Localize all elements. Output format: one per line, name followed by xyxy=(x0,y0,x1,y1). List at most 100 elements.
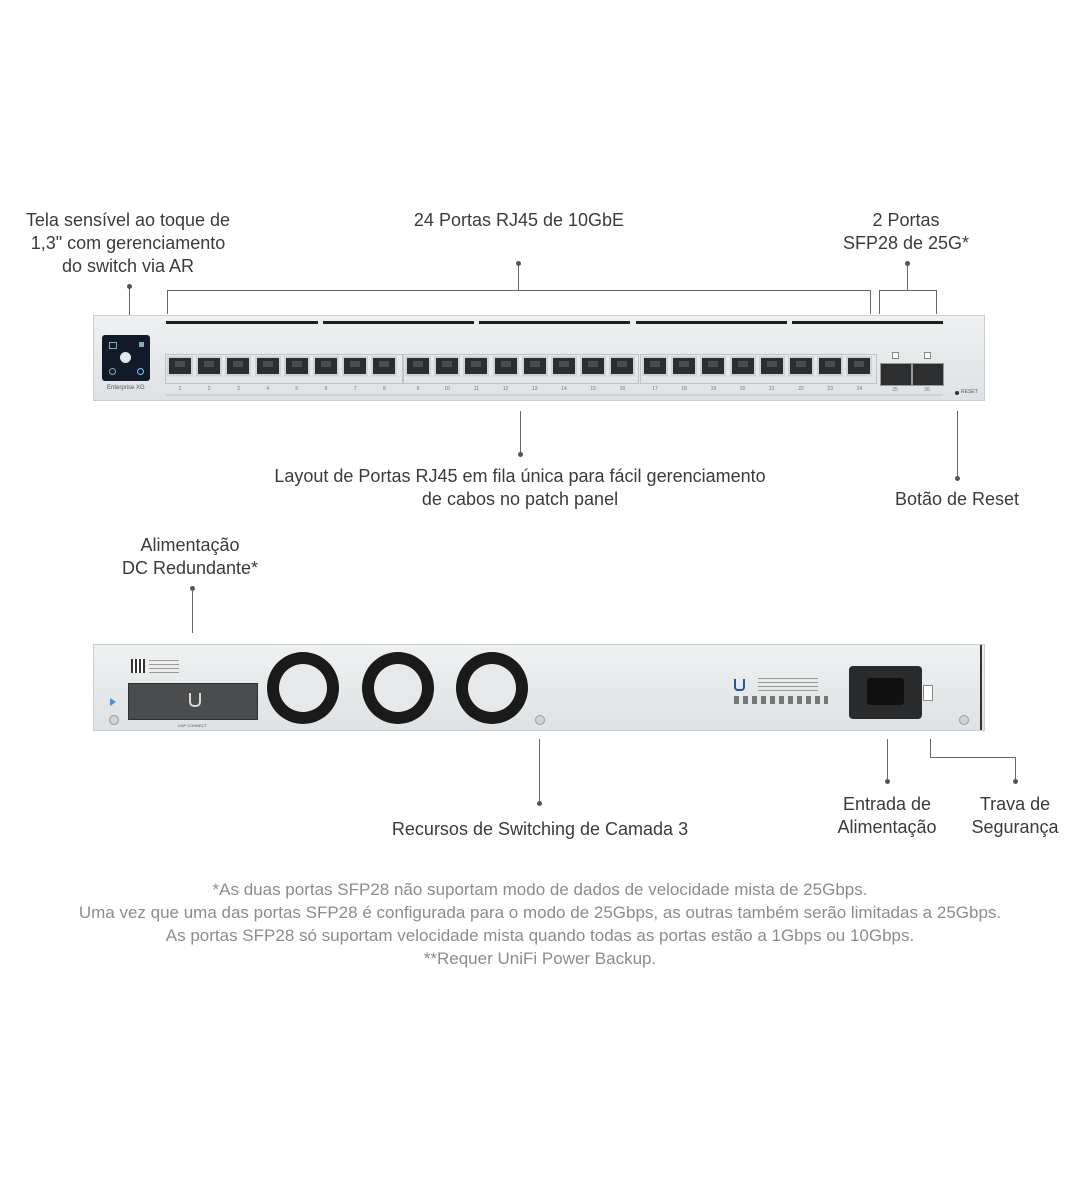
rj45-port-8[interactable] xyxy=(371,356,398,376)
touchscreen-label-line-1: Tela sensível ao toque de xyxy=(25,210,231,230)
rear-screw-left xyxy=(109,715,119,725)
rj45-port-2[interactable] xyxy=(196,356,223,376)
rear-screw-right xyxy=(959,715,969,725)
port-group-bar-1 xyxy=(166,321,318,324)
touchscreen-lock-icon xyxy=(139,342,144,347)
sfp-callout-line xyxy=(907,264,908,290)
rj45-port-19[interactable] xyxy=(700,356,727,376)
rear-spec-lines xyxy=(758,678,818,692)
rj45-port-13[interactable] xyxy=(521,356,548,376)
sfp-group-bar xyxy=(880,321,943,324)
rj45-port-3[interactable] xyxy=(225,356,252,376)
rj45-port-1[interactable] xyxy=(167,356,193,376)
touchscreen-app-icon xyxy=(109,342,117,349)
reset-button[interactable] xyxy=(955,391,959,395)
ubiquiti-logo-icon xyxy=(189,693,201,707)
rj45-port-11[interactable] xyxy=(463,356,490,376)
rj45-ports-label: 24 Portas RJ45 de 10GbE xyxy=(413,210,625,230)
rj45-port-number-10: 10 xyxy=(444,386,450,392)
rj45-port-24[interactable] xyxy=(846,356,873,376)
front-model-label: Enterprise XG xyxy=(107,385,145,391)
rj45-port-number-21: 21 xyxy=(769,386,775,392)
rj45-port-number-16: 16 xyxy=(619,386,626,392)
reset-callout-line xyxy=(957,411,958,478)
reset-text: RESET xyxy=(961,389,978,395)
dc-power-label: Alimentação DC Redundante* xyxy=(110,534,270,580)
rj45-port-number-24: 24 xyxy=(856,386,863,392)
dc-power-label-line-2: DC Redundante* xyxy=(121,558,259,578)
rj45-port-18[interactable] xyxy=(671,356,698,376)
rj45-port-7[interactable] xyxy=(342,356,369,376)
ac-power-inlet[interactable] xyxy=(849,666,922,719)
rj45-port-15[interactable] xyxy=(580,356,607,376)
rj45-port-21[interactable] xyxy=(758,356,785,376)
footnote-1: *As duas portas SFP28 não suportam modo … xyxy=(212,880,868,899)
touchscreen-settings-icon xyxy=(109,368,116,375)
rj45-port-number-18: 18 xyxy=(681,386,687,392)
sfp-bracket-right xyxy=(936,290,937,314)
touchscreen-callout-dot xyxy=(127,284,132,289)
fan-3 xyxy=(456,652,528,724)
sfp-number-26: 26 xyxy=(924,387,930,393)
rj45-port-20[interactable] xyxy=(729,356,756,376)
rj45-port-group-3 xyxy=(640,354,877,384)
touchscreen-display xyxy=(102,335,150,381)
rj45-port-16[interactable] xyxy=(609,356,636,376)
port-group-bar-5 xyxy=(792,321,943,324)
layer3-label: Recursos de Switching de Camada 3 xyxy=(391,819,689,839)
reset-label: Botão de Reset xyxy=(894,489,1020,509)
rear-info-lines xyxy=(149,660,179,673)
layout-label-line-2: de cabos no patch panel xyxy=(421,489,619,509)
rj45-port-number-4: 4 xyxy=(266,386,269,392)
touchscreen-callout-line xyxy=(129,287,130,315)
rj45-port-number-12: 12 xyxy=(502,386,509,392)
ac-socket-icon xyxy=(867,678,904,705)
touchscreen-label-line-2: 1,3" com gerenciamento xyxy=(30,233,226,253)
sfp-ports-label: 2 Portas SFP28 de 25G* xyxy=(820,209,992,255)
rj45-port-23[interactable] xyxy=(817,356,844,376)
rj45-port-6[interactable] xyxy=(313,356,339,376)
rj45-port-9[interactable] xyxy=(405,356,431,376)
sfp-led-26 xyxy=(924,352,931,359)
front-bottom-rail xyxy=(166,394,943,396)
power-input-label-line-1: Entrada de xyxy=(842,794,932,814)
switch-rear-panel: USP CONNECT xyxy=(93,644,985,731)
rj45-port-5[interactable] xyxy=(283,356,310,376)
footnote-2: Uma vez que uma das portas SFP28 é confi… xyxy=(78,903,1002,922)
security-callout-dot xyxy=(1013,779,1018,784)
rj45-port-number-19: 19 xyxy=(710,386,717,392)
dc-power-module[interactable] xyxy=(128,683,258,720)
rear-right-edge xyxy=(980,645,982,730)
rj45-port-number-1: 1 xyxy=(178,386,182,392)
rj45-port-number-13: 13 xyxy=(532,386,538,392)
layout-label: Layout de Portas RJ45 em fila única para… xyxy=(250,465,790,511)
fan-2 xyxy=(362,652,434,724)
rj45-port-17[interactable] xyxy=(642,356,668,376)
rj45-port-22[interactable] xyxy=(788,356,814,376)
sfp-ports-label-line-2: SFP28 de 25G* xyxy=(842,233,970,253)
rj45-port-10[interactable] xyxy=(434,356,461,376)
touchscreen-center-icon xyxy=(120,352,131,363)
touchscreen-label-line-3: do switch via AR xyxy=(61,256,195,276)
rj45-port-12[interactable] xyxy=(492,356,519,376)
fan-1 xyxy=(267,652,339,724)
rj45-port-group-1 xyxy=(165,354,403,384)
dc-power-label-line-1: Alimentação xyxy=(140,535,240,555)
rj45-callout-line xyxy=(518,264,519,290)
rj45-port-14[interactable] xyxy=(551,356,577,376)
power-input-label: Entrada de Alimentação xyxy=(822,793,952,839)
rj45-port-number-5: 5 xyxy=(295,386,299,392)
sfp-port-25[interactable] xyxy=(880,363,912,386)
dc-status-led xyxy=(110,698,116,706)
security-lock-label-line-1: Trava de xyxy=(979,794,1051,814)
rj45-port-number-23: 23 xyxy=(827,386,833,392)
security-lock-slot[interactable] xyxy=(923,685,933,701)
sfp-port-26[interactable] xyxy=(912,363,944,386)
sfp-bracket-top xyxy=(879,290,936,291)
rj45-port-number-22: 22 xyxy=(798,386,804,392)
rj45-port-number-8: 8 xyxy=(383,386,386,392)
rj45-port-4[interactable] xyxy=(254,356,281,376)
rj45-port-number-15: 15 xyxy=(590,386,596,392)
qr-code xyxy=(131,659,145,673)
